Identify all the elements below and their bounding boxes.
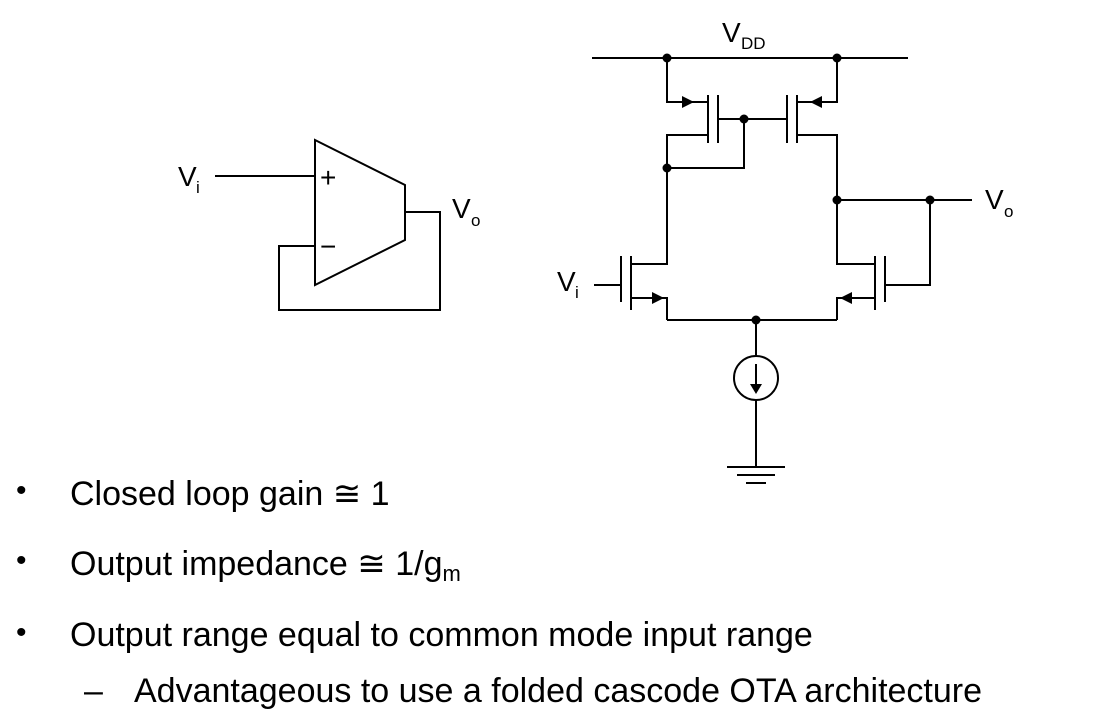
buffer-input-sub: i: [196, 178, 200, 197]
pmos-right: [786, 58, 838, 200]
vdd-label: V: [722, 17, 741, 48]
diode-link-wire: [667, 119, 745, 169]
opamp-buffer: + − V i V o: [178, 138, 480, 311]
plus-sign: +: [320, 162, 336, 193]
feedback-node: [925, 195, 935, 205]
sub-bullet-marker: –: [84, 672, 103, 710]
circuit-output-sub: o: [1004, 202, 1013, 221]
buffer-input-label: V: [178, 161, 197, 192]
vdd-sub: DD: [741, 34, 766, 53]
buffer-output-label: V: [452, 193, 471, 224]
circuit-output-label: V: [985, 184, 1004, 215]
nmos-right: [836, 200, 931, 320]
bullet-marker: •: [16, 544, 27, 577]
bullet-text: Output range equal to common mode input …: [70, 616, 813, 654]
current-source-icon: [733, 355, 779, 401]
bullet-marker: •: [16, 616, 27, 649]
circuit-input-sub: i: [575, 283, 579, 302]
buffer-output-sub: o: [471, 211, 480, 230]
transistor-circuit: V DD V: [557, 17, 1013, 484]
ground-icon: [727, 466, 785, 484]
bullet-text: Closed loop gain ≅ 1: [70, 475, 390, 513]
bullet-marker: •: [16, 474, 27, 507]
nmos-left: [594, 168, 668, 320]
bullet-subscript: m: [442, 561, 461, 586]
bullet-text: Output impedance ≅ 1/gm: [70, 545, 461, 586]
pmos-left: [666, 58, 719, 168]
output-node: [832, 195, 842, 205]
circuit-input-label: V: [557, 266, 576, 297]
sub-bullet-text: Advantageous to use a folded cascode OTA…: [134, 672, 983, 710]
feedback-wire: [278, 211, 441, 311]
opamp-triangle: [314, 138, 406, 287]
minus-sign: −: [320, 231, 336, 262]
